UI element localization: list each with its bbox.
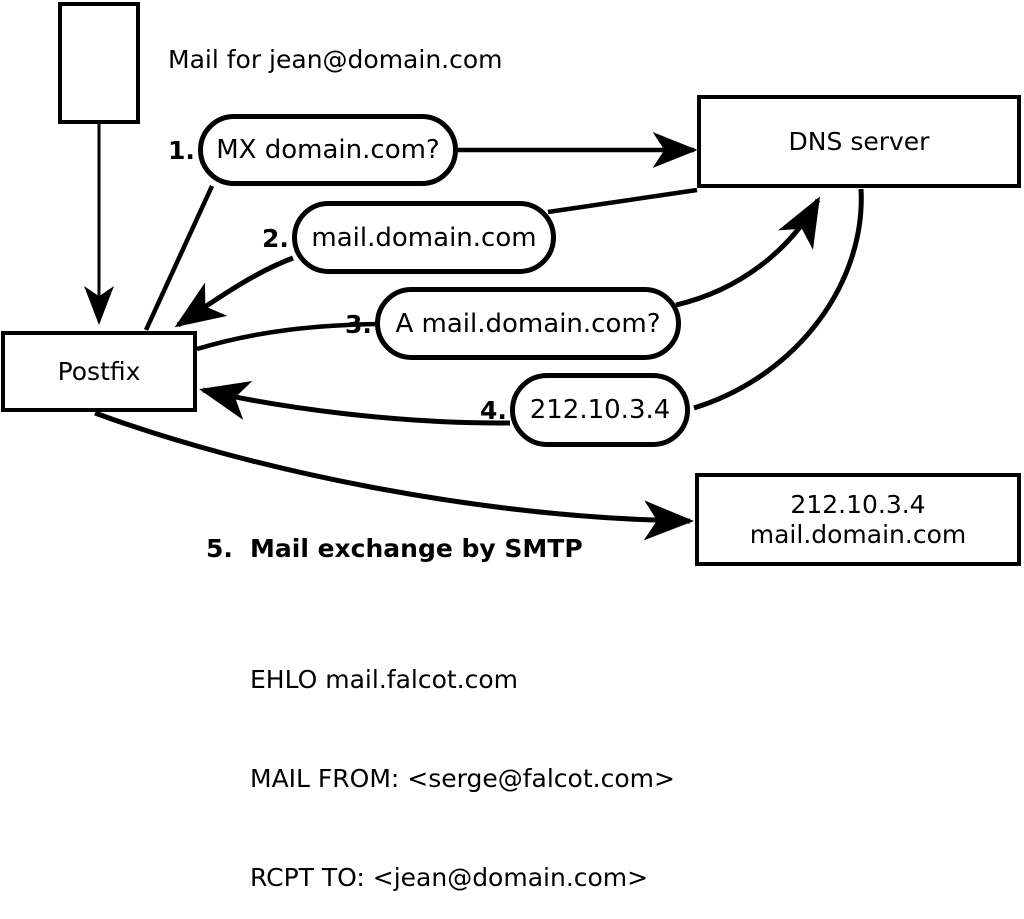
smtp-line: MAIL FROM: <serge@falcot.com> <box>250 764 675 793</box>
connector-postfix-to-step3 <box>196 321 379 352</box>
connector-dns-to-step2 <box>547 187 698 215</box>
smtp-line: EHLO mail.falcot.com <box>250 665 519 694</box>
node-mail-server-host: mail.domain.com <box>749 519 967 549</box>
node-mail-server-ip: 212.10.3.4 <box>790 490 926 519</box>
smtp-line: RCPT TO: <jean@domain.com> <box>250 863 649 892</box>
connector-dns-to-step4 <box>693 188 864 411</box>
step-number-2: 2. <box>262 224 289 253</box>
message-pill-3[interactable]: A mail.domain.com? <box>375 287 681 360</box>
node-mail-server[interactable]: 212.10.3.4 mail.domain.com <box>695 473 1021 566</box>
message-pill-3-label: A mail.domain.com? <box>395 308 661 339</box>
connector-step4-to-postfix <box>199 380 511 426</box>
message-pill-2-label: mail.domain.com <box>311 222 537 253</box>
mail-for-note: Mail for jean@domain.com <box>168 45 503 74</box>
message-pill-1[interactable]: MX domain.com? <box>198 114 458 186</box>
node-dns-server-label: DNS server <box>788 126 930 156</box>
message-pill-1-label: MX domain.com? <box>216 135 440 165</box>
message-pill-4-label: 212.10.3.4 <box>529 395 671 425</box>
node-postfix[interactable]: Postfix <box>1 331 197 412</box>
step-number-5: 5. <box>206 534 233 563</box>
connector-step3-to-dns <box>675 196 821 308</box>
step-number-3: 3. <box>345 310 372 339</box>
step5-heading: Mail exchange by SMTP <box>250 534 583 563</box>
connector-postfix-to-step1 <box>143 185 215 331</box>
node-sender-box[interactable] <box>58 2 140 124</box>
message-pill-2[interactable]: mail.domain.com <box>292 201 556 274</box>
message-pill-4[interactable]: 212.10.3.4 <box>510 373 690 447</box>
step-number-1: 1. <box>168 136 195 165</box>
node-postfix-label: Postfix <box>57 356 141 386</box>
node-dns-server[interactable]: DNS server <box>697 95 1021 188</box>
step-number-4: 4. <box>480 396 507 425</box>
connector-postfix-to-mailserver <box>94 410 694 541</box>
smtp-transcript: EHLO mail.falcot.com MAIL FROM: <serge@f… <box>250 597 675 919</box>
connector-step2-to-postfix <box>174 255 294 328</box>
